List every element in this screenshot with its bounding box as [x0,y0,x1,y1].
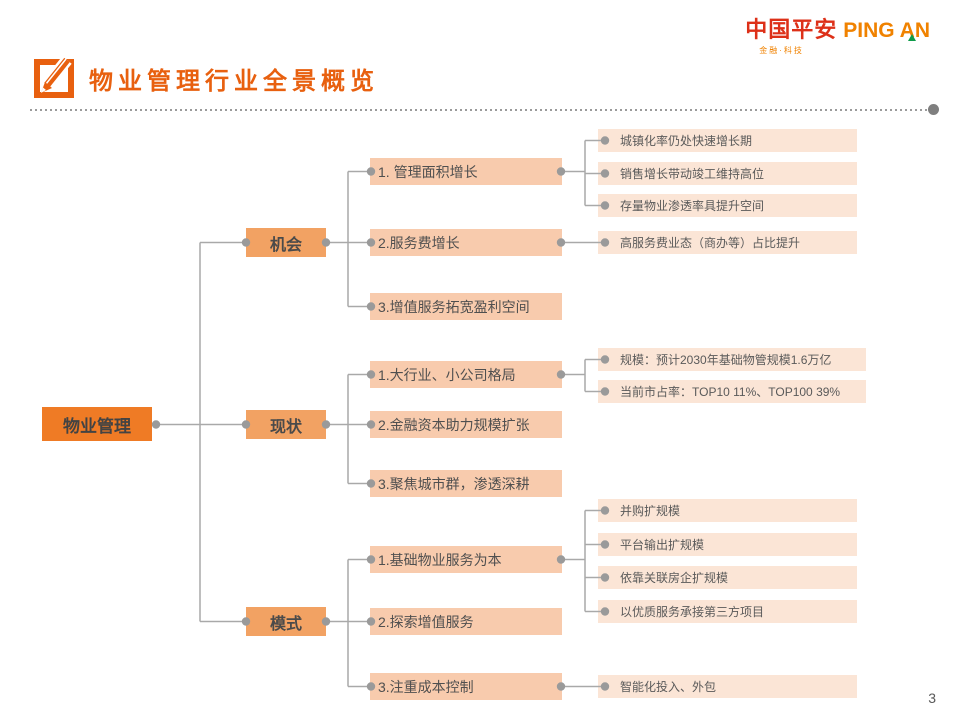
leaf-scale-2030: 规模：预计2030年基础物管规模1.6万亿 [598,348,866,371]
pencil-edit-icon [34,57,74,98]
leaf-sales-completion: 销售增长带动竣工维持高位 [598,162,857,185]
leaf-urbanization: 城镇化率仍处快速增长期 [598,129,857,152]
item-financial-capital-expansion: 2.金融资本助力规模扩张 [370,411,562,438]
item-city-cluster-focus: 3.聚焦城市群，渗透深耕 [370,470,562,497]
leaf-third-party-projects: 以优质服务承接第三方项目 [598,600,857,623]
leaf-market-share: 当前市占率：TOP10 11%、TOP100 39% [598,380,866,403]
leaf-high-fee-formats: 高服务费业态（商办等）占比提升 [598,231,857,254]
item-value-added-services: 3.增值服务拓宽盈利空间 [370,293,562,320]
leaf-ma-expansion: 并购扩规模 [598,499,857,522]
item-explore-value-added: 2.探索增值服务 [370,608,562,635]
root-node-property-management: 物业管理 [42,407,152,441]
leaf-stock-penetration: 存量物业渗透率具提升空间 [598,194,857,217]
page-number: 3 [928,690,936,706]
leaf-related-developer: 依靠关联房企扩规模 [598,566,857,589]
leaf-smart-outsourcing: 智能化投入、外包 [598,675,857,698]
logo-green-sprout-icon [908,34,916,41]
title-row: 物业管理行业全景概览 [33,55,379,101]
page-title: 物业管理行业全景概览 [89,67,379,95]
item-managed-area-growth: 1. 管理面积增长 [370,158,562,185]
branch-status: 现状 [246,410,326,439]
divider-end-dot [928,104,939,115]
item-service-fee-growth: 2.服务费增长 [370,229,562,256]
item-cost-control: 3.注重成本控制 [370,673,562,700]
logo-en-text: PING AN [843,19,930,42]
logo-subtitle: 金融·科技 [759,46,804,55]
dotted-divider [30,109,928,111]
leaf-platform-output: 平台输出扩规模 [598,533,857,556]
logo-cn-text: 中国平安 [745,17,838,42]
branch-model: 模式 [246,607,326,636]
item-basic-property-service: 1.基础物业服务为本 [370,546,562,573]
branch-opportunity: 机会 [246,228,326,257]
item-big-industry-small-companies: 1.大行业、小公司格局 [370,361,562,388]
